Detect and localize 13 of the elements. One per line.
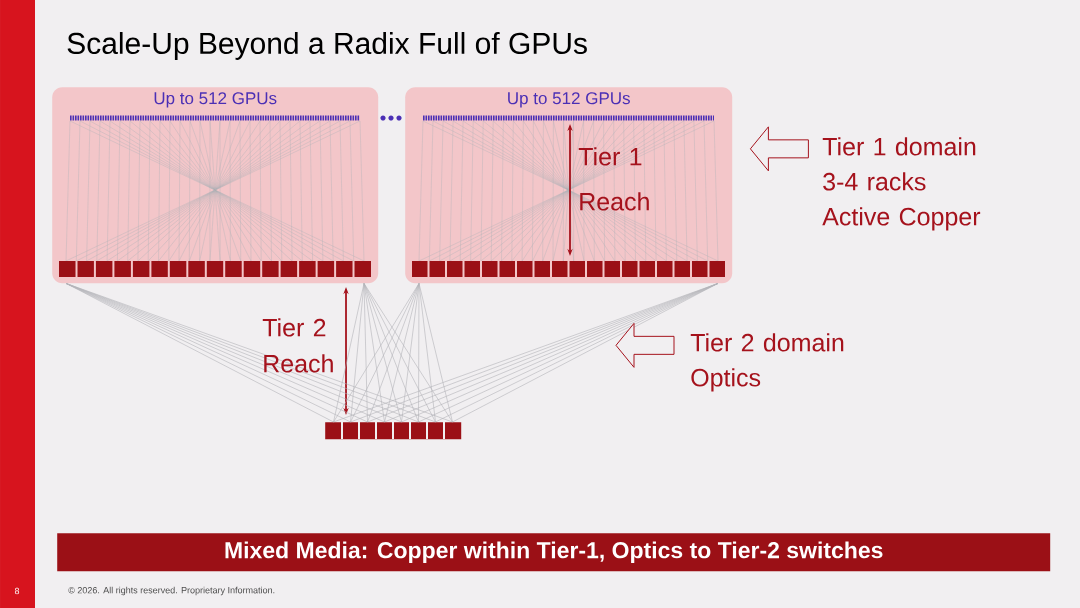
hollow-arrow xyxy=(749,126,809,172)
hollow-arrow xyxy=(615,322,675,368)
link-lines xyxy=(333,283,719,423)
callout-text: Tier 2 domain Optics xyxy=(690,333,844,392)
slide-title: Scale-Up Beyond a Radix Full of GPUs xyxy=(67,32,587,60)
link-lines xyxy=(65,283,453,423)
page-number: 8 xyxy=(14,587,20,595)
callout-text: Tier 1 domain 3-4 racks Active Copper xyxy=(822,137,981,231)
footer-text: © 2026. All rights reserved. Proprietary Information. xyxy=(68,586,275,596)
reach-label: Tier 2 Reach xyxy=(262,318,333,373)
banner: Mixed Media: Copper within Tier-1, Optics to Tier-2 switches xyxy=(57,533,1051,572)
reach-label: Tier 1 Reach xyxy=(578,147,649,211)
switch-row xyxy=(325,422,462,440)
